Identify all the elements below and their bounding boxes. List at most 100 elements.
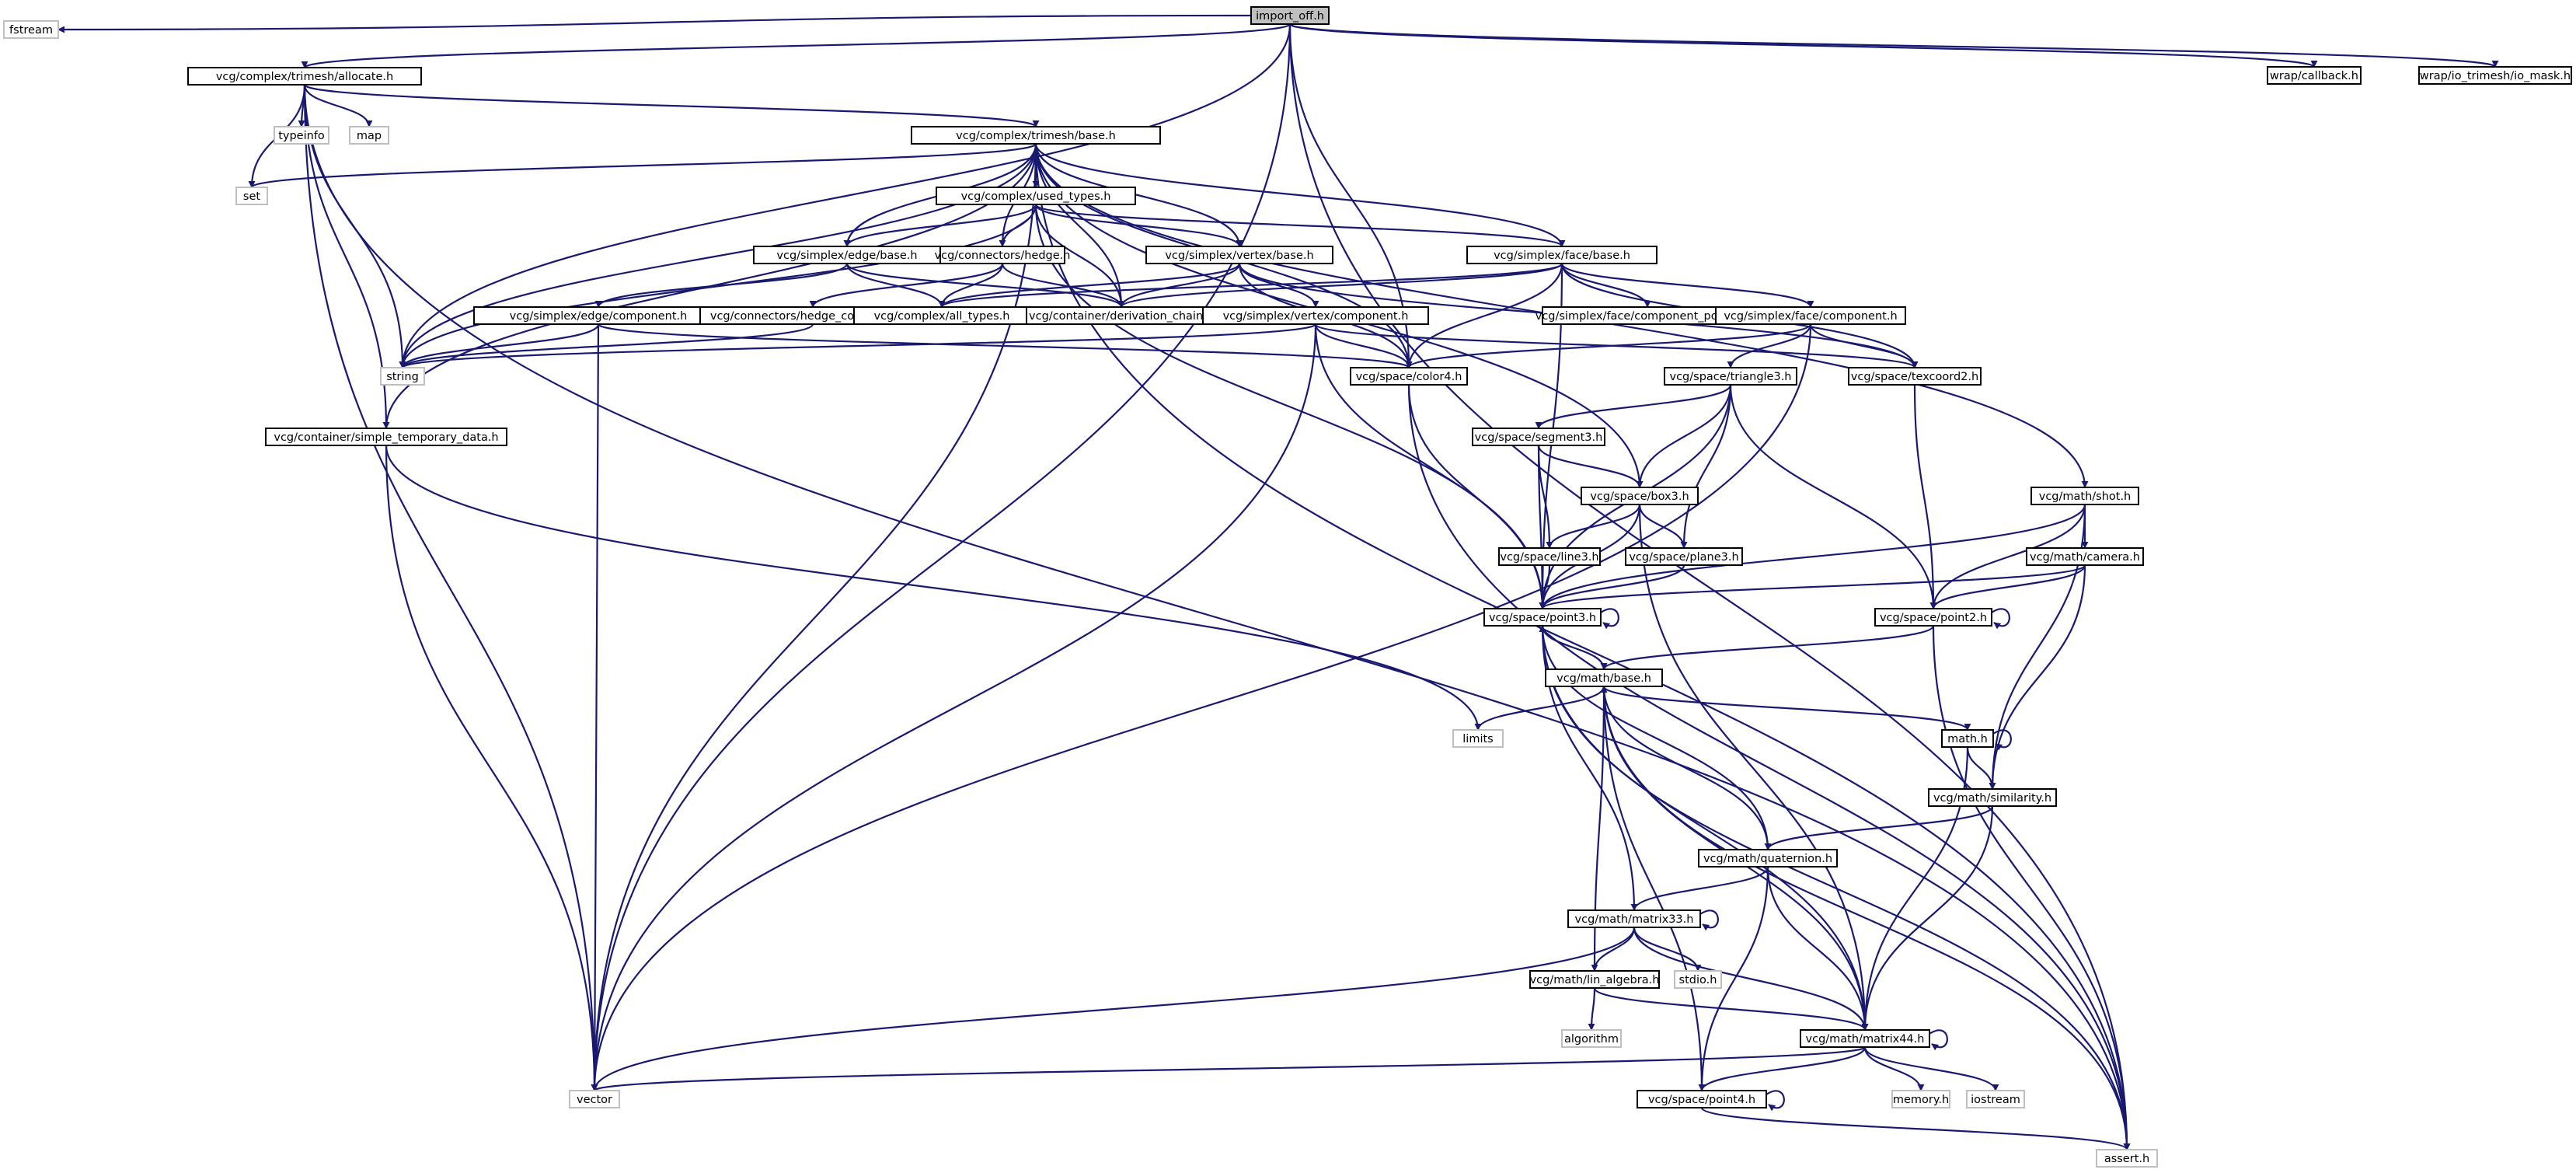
node-point4[interactable]: vcg/space/point4.h bbox=[1637, 1090, 1767, 1108]
edge-vertexcomp-to-string bbox=[399, 323, 1317, 369]
node-label: vcg/space/point2.h bbox=[1880, 612, 1987, 624]
node-texcoord2[interactable]: vcg/space/texcoord2.h bbox=[1848, 367, 1982, 386]
edge-used_types-to-vertexbase bbox=[1034, 204, 1243, 247]
node-facebase[interactable]: vcg/simplex/face/base.h bbox=[1466, 246, 1657, 264]
node-point3[interactable]: vcg/space/point3.h bbox=[1483, 608, 1602, 627]
node-box bbox=[936, 187, 1136, 205]
node-box bbox=[187, 67, 422, 86]
edge-point4-to-assert bbox=[1700, 1106, 2131, 1151]
edge-point2-to-point2 bbox=[1991, 608, 2010, 630]
edge-camera-to-point3 bbox=[1539, 564, 2086, 610]
node-lin_algebra[interactable]: vcg/math/lin_algebra.h bbox=[1529, 970, 1660, 989]
node-label: wrap/callback.h bbox=[2270, 70, 2358, 82]
node-allocate[interactable]: vcg/complex/trimesh/allocate.h bbox=[187, 67, 422, 86]
node-hedge[interactable]: vcg/connectors/hedge.h bbox=[935, 246, 1071, 264]
node-label: import_off.h bbox=[1256, 10, 1324, 23]
edge-facecomp-to-vector bbox=[591, 323, 1812, 1091]
edge-used_types-to-facebase bbox=[1034, 203, 1566, 248]
edge-matrix33-to-stdio bbox=[1633, 927, 1702, 972]
node-box bbox=[1698, 849, 1838, 868]
edge-tribase-to-facebase bbox=[1034, 143, 1566, 247]
node-derivation[interactable]: vcg/container/derivation_chain.h bbox=[1026, 306, 1217, 325]
node-label: vcg/complex/trimesh/base.h bbox=[956, 130, 1116, 142]
node-box bbox=[569, 1090, 620, 1108]
node-io_mask[interactable]: wrap/io_trimesh/io_mask.h bbox=[2418, 66, 2572, 85]
edge-facebase-to-all_types bbox=[938, 262, 1563, 309]
node-matrix44[interactable]: vcg/math/matrix44.h bbox=[1800, 1029, 1930, 1048]
node-label: vcg/math/camera.h bbox=[2030, 551, 2140, 564]
node-similarity[interactable]: vcg/math/similarity.h bbox=[1928, 788, 2057, 807]
node-memory: memory.h bbox=[1891, 1090, 1950, 1108]
node-math[interactable]: math.h bbox=[1941, 729, 1994, 748]
node-facecomp[interactable]: vcg/simplex/face/component.h bbox=[1715, 306, 1906, 325]
node-label: algorithm bbox=[1564, 1033, 1619, 1046]
edge-vertexcomp-to-vector bbox=[591, 323, 1317, 1091]
node-callback[interactable]: wrap/callback.h bbox=[2267, 66, 2362, 85]
node-box bbox=[1581, 487, 1699, 505]
node-typeinfo: typeinfo bbox=[274, 126, 329, 145]
node-assert: assert.h bbox=[2096, 1149, 2158, 1168]
node-box bbox=[1545, 669, 1663, 687]
node-vertexbase[interactable]: vcg/simplex/vertex/base.h bbox=[1145, 246, 1333, 264]
node-box bbox=[1966, 1090, 2025, 1108]
node-all_types[interactable]: vcg/complex/all_types.h bbox=[853, 306, 1030, 325]
edge-used_types-to-edgebase bbox=[843, 204, 1037, 247]
node-box bbox=[1350, 367, 1468, 386]
edge-similarity-to-matrix44 bbox=[1861, 805, 1994, 1031]
edge-plane3-to-point3 bbox=[1539, 564, 1685, 609]
node-label: vcg/simplex/face/base.h bbox=[1494, 250, 1630, 262]
node-edgecomp[interactable]: vcg/simplex/edge/component.h bbox=[473, 306, 723, 325]
node-stdio: stdio.h bbox=[1674, 970, 1722, 989]
node-color4[interactable]: vcg/space/color4.h bbox=[1350, 367, 1468, 386]
node-vertexcomp[interactable]: vcg/simplex/vertex/component.h bbox=[1202, 306, 1429, 325]
edge-shot-to-point3 bbox=[1539, 504, 2086, 609]
edge-import_off-to-allocate bbox=[301, 23, 1291, 69]
node-set: set bbox=[235, 187, 268, 205]
edge-matrix33-to-vector bbox=[591, 927, 1636, 1091]
edge-edgecomp-to-vector bbox=[591, 323, 600, 1091]
edge-allocate-to-assert bbox=[303, 84, 2131, 1150]
node-box bbox=[1715, 306, 1906, 325]
edge-facebase-to-color4 bbox=[1405, 263, 1563, 368]
node-box bbox=[380, 367, 425, 386]
node-shot[interactable]: vcg/math/shot.h bbox=[2030, 487, 2139, 505]
node-quaternion[interactable]: vcg/math/quaternion.h bbox=[1698, 849, 1838, 868]
node-label: vcg/complex/trimesh/allocate.h bbox=[216, 71, 393, 83]
node-segment3[interactable]: vcg/space/segment3.h bbox=[1472, 428, 1605, 446]
edge-simple_temp-to-limits bbox=[385, 445, 1482, 731]
node-label: iostream bbox=[1971, 1094, 2020, 1106]
node-label: vcg/math/shot.h bbox=[2039, 490, 2132, 503]
node-edgebase[interactable]: vcg/simplex/edge/base.h bbox=[753, 246, 941, 264]
edge-point4-to-point4 bbox=[1766, 1090, 1785, 1112]
node-mathbase[interactable]: vcg/math/base.h bbox=[1545, 669, 1663, 687]
node-box3[interactable]: vcg/space/box3.h bbox=[1581, 487, 1699, 505]
node-box bbox=[1466, 246, 1657, 264]
node-box bbox=[1567, 909, 1701, 928]
edge-point3-to-point3 bbox=[1600, 608, 1619, 630]
node-label: vcg/math/matrix33.h bbox=[1575, 913, 1694, 926]
node-triangle3[interactable]: vcg/space/triangle3.h bbox=[1664, 367, 1797, 386]
node-simple_temp[interactable]: vcg/container/simple_temporary_data.h bbox=[265, 428, 507, 446]
edge-math-to-similarity bbox=[1966, 746, 1996, 790]
edge-tribase-to-assert bbox=[1034, 143, 2131, 1150]
edge-color4-to-point3 bbox=[1407, 384, 1546, 609]
edge-tribase-to-derivation bbox=[1034, 143, 1125, 308]
edge-matrix33-to-matrix33 bbox=[1699, 909, 1719, 931]
edge-edgecomp-to-string bbox=[399, 323, 600, 368]
node-line3[interactable]: vcg/space/line3.h bbox=[1498, 547, 1601, 566]
node-label: vector bbox=[577, 1094, 612, 1106]
node-used_types[interactable]: vcg/complex/used_types.h bbox=[936, 187, 1136, 205]
node-matrix33[interactable]: vcg/math/matrix33.h bbox=[1567, 909, 1701, 928]
node-label: fstream bbox=[9, 24, 53, 37]
node-label: vcg/complex/used_types.h bbox=[961, 190, 1111, 203]
node-box bbox=[1250, 6, 1330, 25]
edge-facebase-to-facecomp bbox=[1560, 263, 1814, 308]
edge-triangle3-to-point2 bbox=[1729, 384, 1937, 609]
node-tribase[interactable]: vcg/complex/trimesh/base.h bbox=[911, 126, 1161, 145]
edge-vertexbase-to-derivation bbox=[1117, 263, 1241, 308]
node-camera[interactable]: vcg/math/camera.h bbox=[2026, 547, 2144, 566]
node-label: wrap/io_trimesh/io_mask.h bbox=[2420, 70, 2571, 82]
node-import_off[interactable]: import_off.h bbox=[1250, 6, 1330, 25]
node-plane3[interactable]: vcg/space/plane3.h bbox=[1625, 547, 1743, 566]
node-point2[interactable]: vcg/space/point2.h bbox=[1874, 608, 1992, 627]
